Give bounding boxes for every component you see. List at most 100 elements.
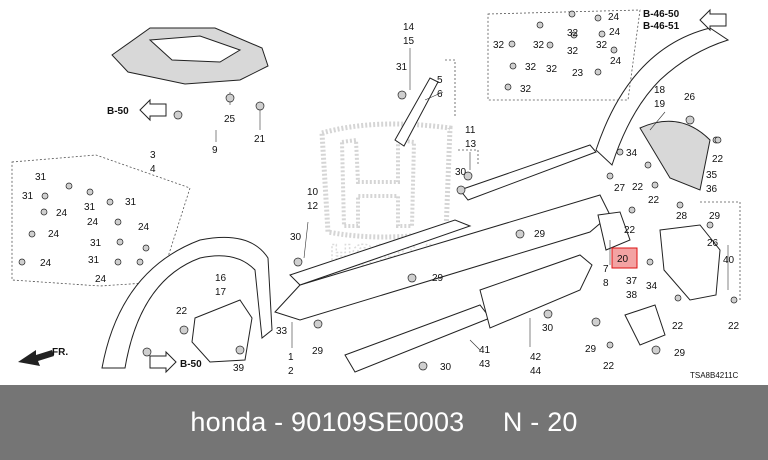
side-step-upper-molding[interactable] (459, 144, 597, 201)
ref-label-b4651: B-46-51 (643, 21, 680, 32)
label-38: 38 (626, 290, 638, 301)
label-25: 25 (224, 114, 236, 125)
label-34: 34 (646, 281, 658, 292)
caption-bar: honda - 90109SE0003 N - 20 (0, 385, 768, 460)
label-31: 31 (35, 172, 47, 183)
pillar-garnish[interactable] (394, 77, 439, 147)
label-29: 29 (674, 348, 686, 359)
rear-clip-box (700, 201, 741, 300)
ref-arrow-b46[interactable]: B-46-50 B-46-51 (643, 8, 727, 32)
label-22: 26 (707, 238, 719, 249)
label-10: 10 (307, 187, 319, 198)
label-29: 29 (312, 346, 324, 357)
label-23: 23 (572, 68, 584, 79)
leader-lines (215, 48, 729, 351)
label-33: 33 (276, 326, 288, 337)
engine-undercover[interactable] (111, 27, 269, 85)
label-3: 3 (150, 150, 156, 161)
label-29: 29 (534, 229, 546, 240)
label-36: 36 (706, 184, 718, 195)
label-30: 30 (455, 167, 467, 178)
fender-liner-clip-group-box (11, 154, 191, 287)
label-22: 22 (728, 321, 740, 332)
label-32: 32 (567, 46, 579, 57)
label-24: 24 (40, 258, 52, 269)
highlighted-part-20[interactable]: 20 (597, 211, 638, 269)
label-32: 32 (567, 28, 579, 39)
label-22: 22 (632, 182, 644, 193)
label-24: 24 (609, 27, 621, 38)
label-6: 6 (437, 89, 443, 100)
label-7: 7 (603, 264, 609, 275)
ref-label-b50-bottom: B-50 (180, 359, 202, 370)
label-32: 32 (493, 40, 505, 51)
label-15: 15 (403, 36, 415, 47)
label-24: 24 (610, 56, 622, 67)
label-4: 4 (150, 164, 156, 175)
pillar-bracket-line (445, 59, 456, 118)
label-18: 18 (654, 85, 666, 96)
front-arrow-label: FR. (52, 347, 68, 358)
door-molding-rear[interactable] (479, 254, 593, 329)
highlight-box-20 (611, 247, 638, 269)
ref-label-b50-top: B-50 (107, 106, 129, 117)
ref-arrow-b50-top[interactable]: B-50 (107, 98, 167, 122)
label-34: 34 (626, 148, 638, 159)
label-5: 5 (437, 75, 443, 86)
label-26: 26 (684, 92, 696, 103)
ref-arrow-b50-bottom[interactable]: B-50 (149, 350, 202, 374)
label-26: 29 (709, 211, 721, 222)
label-29: 29 (585, 344, 597, 355)
label-40: 40 (723, 255, 735, 266)
rear-splash-guard[interactable] (659, 224, 721, 301)
rear-lower-mudguard[interactable] (624, 304, 666, 346)
label-13: 13 (465, 139, 477, 150)
label-31: 31 (84, 202, 96, 213)
rear-wheel-arch-flare[interactable] (595, 27, 730, 191)
label-24: 24 (87, 217, 99, 228)
label-27: 27 (614, 183, 626, 194)
label-19: 19 (654, 99, 666, 110)
front-mudguard[interactable] (191, 299, 253, 363)
label-12: 12 (307, 201, 319, 212)
front-direction-arrow: FR. (18, 347, 68, 366)
label-31: 31 (22, 191, 34, 202)
label-32: 32 (596, 40, 608, 51)
label-32: 32 (546, 64, 558, 75)
label-41: 41 (479, 345, 491, 356)
label-22: 22 (712, 154, 724, 165)
label-11: 11 (465, 125, 476, 136)
highlight-label-20: 20 (617, 254, 629, 265)
label-32: 32 (525, 62, 537, 73)
door-molding-front[interactable] (344, 304, 491, 373)
label-21: 21 (254, 134, 266, 145)
label-28: 22 (624, 225, 636, 236)
front-wheel-arch-flare[interactable] (101, 236, 273, 369)
exploded-parts-diagram: HONDA (11, 8, 741, 380)
label-32: 32 (533, 40, 545, 51)
label-43: 43 (479, 359, 491, 370)
label-24: 24 (608, 12, 620, 23)
label-1: 1 (288, 352, 294, 363)
label-9: 9 (212, 145, 218, 156)
label-39: 39 (233, 363, 245, 374)
label-37: 37 (626, 276, 638, 287)
label-24: 24 (138, 222, 150, 233)
label-24: 24 (95, 274, 107, 285)
label-42: 42 (530, 352, 542, 363)
label-17: 17 (215, 287, 227, 298)
part-labels: 14 15 31 5 6 25 9 21 11 13 30 3 4 31 31 … (22, 12, 740, 377)
label-8: 8 (603, 278, 609, 289)
label-16: 16 (215, 273, 227, 284)
step-molding-bracket-line (458, 149, 479, 165)
label-31: 31 (90, 238, 102, 249)
label-29: 29 (432, 273, 444, 284)
label-22: 22 (176, 306, 188, 317)
label-31: 31 (396, 62, 408, 73)
label-31: 31 (125, 197, 137, 208)
label-22: 22 (648, 195, 660, 206)
label-30: 30 (290, 232, 302, 243)
label-30: 30 (440, 362, 452, 373)
clip-detail-box-right (487, 9, 641, 101)
